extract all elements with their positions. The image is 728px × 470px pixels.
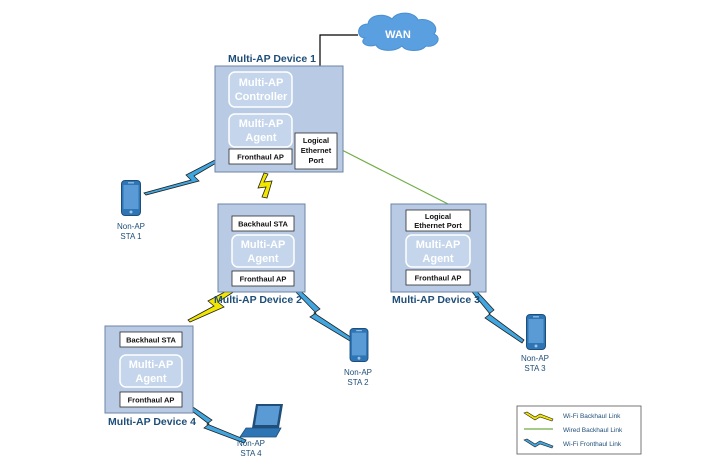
legend-wired-label: Wired Backhaul Link (563, 427, 623, 434)
device-1-agent (228, 113, 293, 148)
station-3-line2: STA 3 (524, 364, 546, 373)
wifi-fronthaul-link-2 (289, 283, 353, 342)
device-2-agent (231, 234, 295, 268)
device-4-agent (119, 354, 183, 388)
legend-fronthaul-bolt (523, 438, 554, 449)
wifi-backhaul-link-2-4 (187, 286, 239, 323)
device-1-agent-line2: Agent (245, 132, 277, 144)
wifi-backhaul-link-1-2 (257, 172, 273, 199)
device-3-agent-line1: Multi-AP (416, 239, 461, 251)
legend-backhaul-bolt (523, 411, 554, 422)
device-2-agent-line2: Agent (247, 253, 279, 265)
device-1-controller-line2: Controller (235, 91, 288, 103)
phone-icon (526, 314, 546, 350)
device-1-controller (228, 71, 293, 108)
phone-icon (349, 328, 369, 362)
device-4-agent-line1: Multi-AP (129, 359, 174, 371)
station-3-line1: Non-AP (521, 354, 549, 363)
station-4-line1: Non-AP (237, 439, 265, 448)
device-2-title: Multi-AP Device 2 (214, 294, 302, 306)
device-4-fronthaul-label: Fronthaul AP (128, 396, 175, 405)
wifi-fronthaul-link-1 (143, 159, 219, 196)
device-2-fronthaul-label: Fronthaul AP (240, 275, 287, 284)
device-3-agent-line2: Agent (422, 253, 454, 265)
device-2: Backhaul STA Multi-AP Agent Fronthaul AP… (214, 203, 306, 306)
phone-icon (121, 180, 141, 216)
wan-label: WAN (385, 29, 411, 41)
station-2: Non-AP STA 2 (344, 328, 372, 387)
station-1-line2: STA 1 (120, 232, 142, 241)
wan-uplink-wire (319, 34, 358, 68)
device-1-title: Multi-AP Device 1 (228, 53, 316, 65)
station-1: Non-AP STA 1 (117, 180, 145, 241)
device-1-port-line2: Ethernet (301, 146, 332, 155)
legend-backhaul-label: Wi-Fi Backhaul Link (563, 413, 621, 420)
device-4: Backhaul STA Multi-AP Agent Fronthaul AP… (104, 325, 196, 428)
device-3-port-line2: Ethernet Port (414, 221, 462, 230)
legend-fronthaul-label: Wi-Fi Fronthaul Link (563, 441, 622, 448)
device-3: Logical Ethernet Port Multi-AP Agent Fro… (390, 203, 487, 306)
device-3-logical-port (405, 209, 471, 232)
laptop-icon (239, 404, 283, 438)
device-2-backhaul-sta (231, 215, 295, 232)
device-2-agent-line1: Multi-AP (241, 239, 286, 251)
device-1-port-line3: Port (309, 156, 325, 165)
device-3-title: Multi-AP Device 3 (392, 294, 480, 306)
wan-cloud: WAN (358, 12, 439, 51)
wifi-fronthaul-link-4 (183, 402, 247, 444)
device-1-fronthaul-ap (228, 148, 293, 165)
device-3-fronthaul-ap (405, 269, 471, 286)
wifi-fronthaul-link-3 (467, 284, 525, 344)
station-1-line1: Non-AP (117, 222, 145, 231)
device-1-port-line1: Logical (303, 136, 329, 145)
device-1-logical-port (294, 132, 338, 170)
device-4-fronthaul-ap (119, 391, 183, 408)
device-1-fronthaul-label: Fronthaul AP (237, 153, 284, 162)
device-3-agent (405, 234, 471, 268)
device-3-fronthaul-label: Fronthaul AP (415, 274, 462, 283)
device-3-port-line1: Logical (425, 212, 451, 221)
station-3: Non-AP STA 3 (521, 314, 549, 373)
device-4-backhaul-sta (119, 331, 183, 348)
station-2-line1: Non-AP (344, 368, 372, 377)
station-4: Non-AP STA 4 (237, 404, 283, 458)
wired-backhaul-link (337, 147, 451, 206)
device-2-backhaul-label: Backhaul STA (238, 220, 288, 229)
legend-box (516, 405, 642, 455)
station-2-line2: STA 2 (347, 378, 369, 387)
device-2-fronthaul-ap (231, 270, 295, 287)
device-4-title: Multi-AP Device 4 (108, 416, 196, 428)
device-1: Multi-AP Device 1 Multi-AP Controller Mu… (214, 53, 344, 173)
device-4-backhaul-label: Backhaul STA (126, 336, 176, 345)
legend: Wi-Fi Backhaul Link Wired Backhaul Link … (516, 405, 642, 455)
device-1-controller-line1: Multi-AP (239, 77, 284, 89)
device-4-agent-line2: Agent (135, 373, 167, 385)
station-4-line2: STA 4 (240, 449, 262, 458)
device-1-agent-line1: Multi-AP (239, 118, 284, 130)
